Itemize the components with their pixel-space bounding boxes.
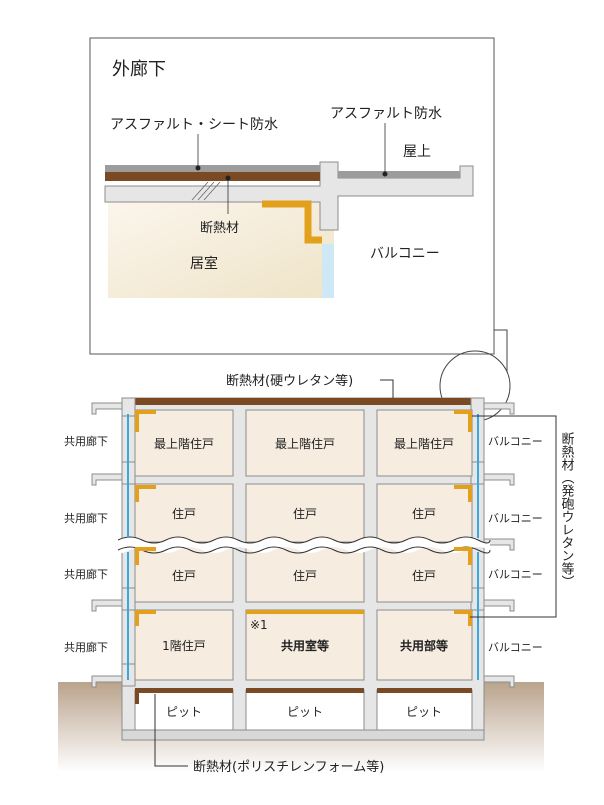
room-label-r2-right: 住戸 [412,507,436,521]
break-band [118,537,490,553]
detail-asphalt-waterproof-layer [338,171,460,178]
room-r2-mid [245,483,365,543]
building-section: 最上階住戸 最上階住戸 最上階住戸 住戸 住戸 住戸 住戸 住戸 住戸 1階住戸… [91,397,515,741]
roof-insulation-label: 断熱材(硬ウレタン等) [226,373,353,389]
room-label-r3-mid: 住戸 [293,569,317,583]
room-label-top-left: 最上階住戸 [154,436,214,451]
detail-insulation-layer [105,172,320,181]
pit-left [134,689,234,731]
room-top-mid [245,409,365,477]
detail-sheet-waterproof-layer [105,165,320,172]
balcony-slabs [483,402,515,688]
balcony-label-4: バルコニー [488,641,543,654]
room-label-g-right: 共用部等 [400,638,448,653]
pit-label-mid: ピット [287,705,323,719]
detail-label-roof: 屋上 [403,144,431,160]
room-r3-mid [245,545,365,603]
pit-label-right: ピット [406,705,442,719]
corner-insulation [135,410,472,626]
pit-label-left: ピット [166,705,202,719]
room-g-left [134,609,234,681]
room-r2-right [376,483,473,543]
room-label-r3-left: 住戸 [172,569,196,583]
building-footing [121,729,485,741]
room-top-left [134,409,234,477]
corridor-label-1: 共用廊下 [64,434,108,448]
room-r3-right [376,545,473,603]
corridor-label-4: 共用廊下 [64,640,108,654]
detail-beam-insulation [262,200,322,244]
detail-panel: 外廊下 アスファルト・シート防水 アスファルト防水 屋上 断熱材 居室 バルコニ… [89,37,495,355]
note-mark: ※1 [250,618,268,632]
detail-slab [104,161,474,231]
glass-lines [127,414,479,680]
pits [134,689,473,731]
detail-hatch [191,181,221,201]
detail-label-balcony: バルコニー [370,246,440,262]
room-label-r2-mid: 住戸 [293,507,317,521]
pit-mid [245,689,365,731]
detail-title: 外廊下 [112,59,166,80]
bottom-insulation-label: 断熱材(ポリスチレンフォーム等) [193,759,384,775]
rooms [134,409,473,681]
detail-label-insulation: 断熱材 [200,221,239,236]
room-label-top-mid: 最上階住戸 [275,436,335,451]
room-label-g-left: 1階住戸 [162,638,206,653]
room-g-right [376,609,473,681]
detail-label-room: 居室 [190,255,218,272]
corridor-label-3: 共用廊下 [64,567,108,581]
detail-label-sheet-waterproof: アスファルト・シート防水 [110,117,278,133]
detail-window-glass [322,244,334,298]
balcony-label-3: バルコニー [488,568,543,581]
room-label-r2-left: 住戸 [172,507,196,521]
detail-label-asphalt-waterproof: アスファルト防水 [330,106,442,122]
balcony-label-1: バルコニー [488,435,543,448]
room-top-right [376,409,473,477]
side-insulation-bracket [470,415,557,618]
side-insulation-label: 断熱材（発砲ウレタン等） [559,432,575,588]
room-label-g-mid: 共用室等 [281,638,329,653]
room-g-mid [245,609,365,681]
corridor-label-2: 共用廊下 [64,511,108,525]
room-label-top-right: 最上階住戸 [394,436,454,451]
pit-insulation [135,688,472,704]
pit-right [376,689,473,731]
balcony-label-2: バルコニー [488,512,543,525]
room-r3-left [134,545,234,603]
room-label-r3-right: 住戸 [412,569,436,583]
roof-insulation [133,398,473,405]
room-r2-left [134,483,234,543]
detail-room [108,202,334,298]
